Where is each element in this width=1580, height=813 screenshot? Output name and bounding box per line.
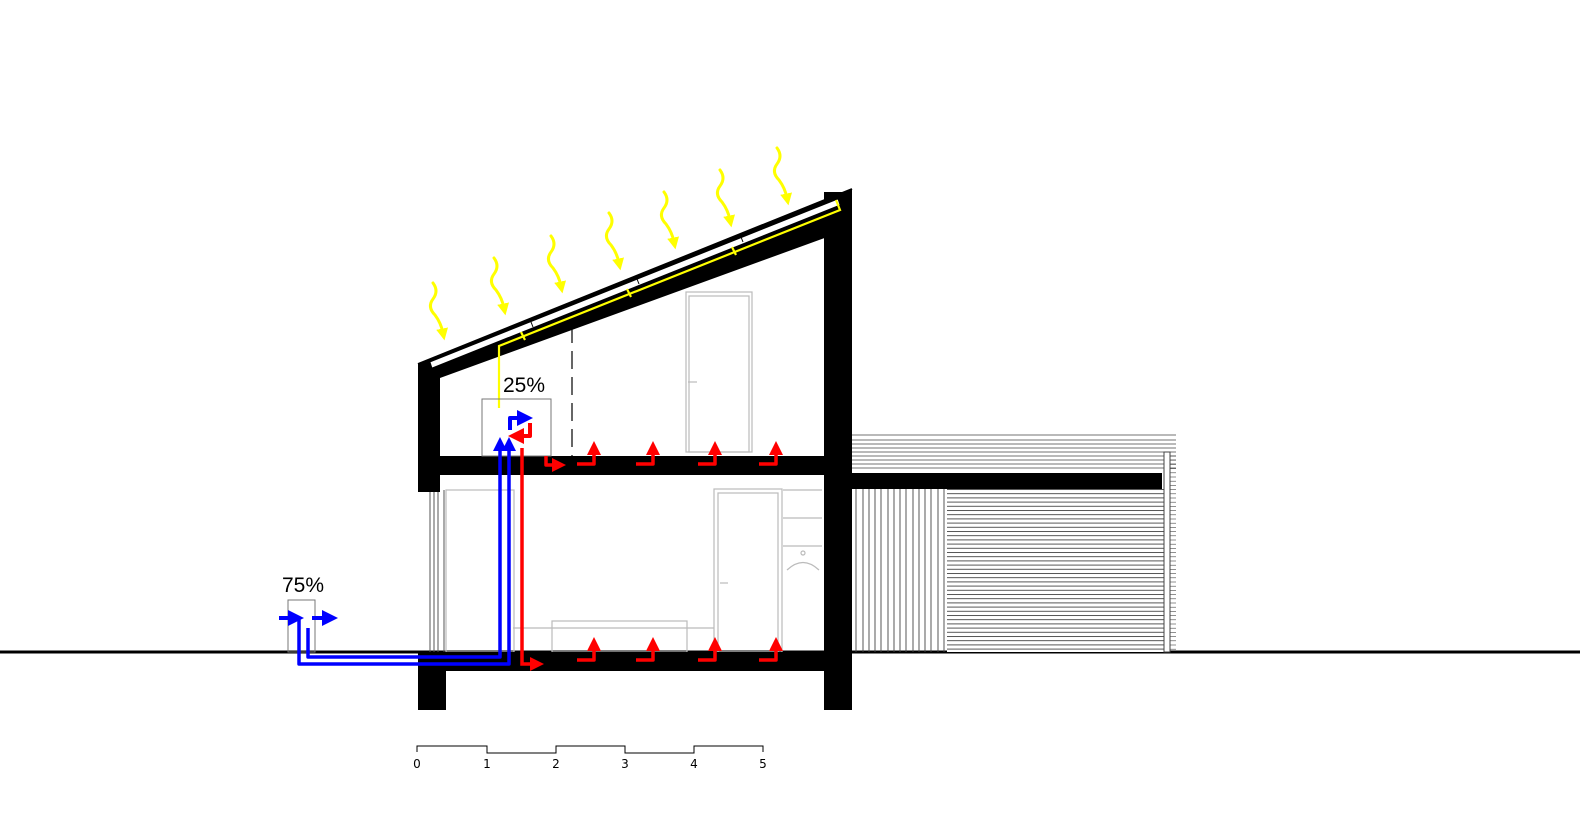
- sun-ray-icon: [546, 234, 566, 294]
- cycle-red-arrow-icon: [508, 423, 532, 444]
- annex-post: [1163, 451, 1171, 653]
- sun-ray-icon: [659, 190, 679, 250]
- warm-outlet-arrow-icon: [698, 637, 722, 662]
- upper-unit-percent: 25%: [503, 374, 546, 397]
- cold-duct-inner: [306, 437, 507, 659]
- warm-outlet-arrow-icon: [698, 441, 722, 466]
- scale-tick-1: 1: [483, 757, 491, 771]
- warm-outlet-arrow-icon: [636, 637, 660, 662]
- warm-outlet-arrow-icon: [759, 637, 783, 662]
- scale-tick-3: 3: [621, 757, 629, 771]
- sun-ray-icon: [428, 281, 448, 341]
- solar-panels: [417, 188, 853, 369]
- sloped-roof: [418, 189, 852, 386]
- warm-outlet-arrow-icon: [577, 637, 601, 662]
- outdoor-unit-percent: 75%: [282, 574, 325, 597]
- scale-tick-0: 0: [413, 757, 421, 771]
- left-window: [429, 490, 445, 652]
- annex-garage: [852, 434, 1176, 653]
- right-wall: [824, 192, 852, 710]
- scale-bar: [416, 745, 764, 754]
- scale-tick-2: 2: [552, 757, 560, 771]
- cycle-blue-arrow-icon: [508, 410, 533, 430]
- warm-outlet-arrow-icon: [759, 441, 783, 466]
- solar-collector-line: [497, 199, 842, 408]
- scale-tick-4: 4: [690, 757, 698, 771]
- bed: [551, 620, 688, 653]
- annex-roof-slab: [852, 473, 1162, 489]
- warm-outlet-arrow-icon: [544, 456, 566, 472]
- cold-duct-outer: [297, 437, 516, 666]
- sun-ray-icon: [772, 146, 792, 206]
- ground-wardrobe: [445, 489, 515, 653]
- sun-ray-icon: [604, 211, 624, 271]
- upper-door: [685, 291, 753, 453]
- sun-rays: [428, 146, 792, 341]
- heat-exchanger-unit: [481, 398, 552, 457]
- sun-ray-icon: [715, 168, 735, 228]
- ground-warm-outlets: [577, 637, 783, 662]
- warm-outlet-arrow-icon: [577, 441, 601, 466]
- heat-exchange-cycle: [508, 410, 533, 444]
- outdoor-unit: [287, 599, 316, 653]
- warm-air-riser: [520, 448, 544, 671]
- cold-air-ducts: [297, 437, 516, 666]
- garage-door: [947, 489, 1164, 652]
- upper-warm-outlets: [544, 441, 783, 472]
- upper-floor-slab: [418, 456, 824, 475]
- sun-ray-icon: [489, 256, 509, 316]
- left-foundation: [418, 652, 446, 710]
- scale-tick-5: 5: [759, 757, 767, 771]
- ground-door: [713, 488, 783, 653]
- warm-outlet-arrow-icon: [636, 441, 660, 466]
